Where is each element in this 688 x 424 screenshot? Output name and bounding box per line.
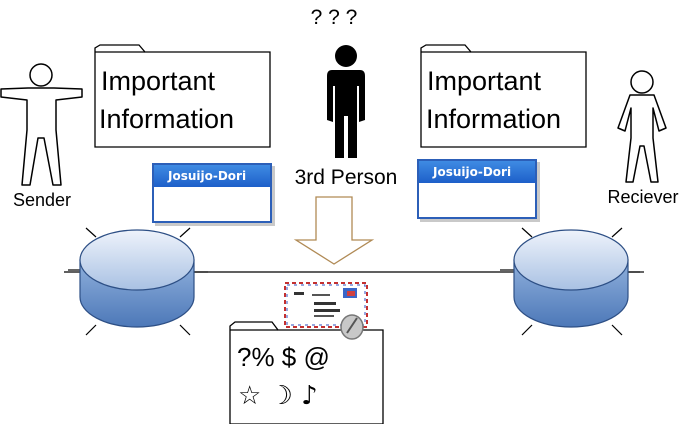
right-app-window: Josuijo-Dori: [417, 159, 537, 219]
symbols-line2: ☆ ☽ ♪: [238, 381, 318, 411]
left-window-title: Josuijo-Dori: [154, 165, 270, 187]
sender-icon: [0, 63, 83, 186]
right-folder-line2: Information: [426, 104, 561, 134]
third-person-label: 3rd Person: [295, 166, 398, 189]
unknown-label: ? ? ?: [311, 6, 358, 29]
intercept-arrow-icon: [293, 196, 375, 265]
left-folder-line1: Important: [101, 66, 216, 96]
right-folder: Important Information: [420, 44, 587, 148]
third-person-icon: [327, 45, 365, 158]
left-router-icon: [68, 227, 208, 336]
sender-label: Sender: [13, 190, 71, 210]
receiver-icon: [617, 70, 667, 183]
encrypted-folder: ?% $ @ ☆ ☽ ♪: [229, 321, 384, 424]
right-window-title: Josuijo-Dori: [419, 161, 535, 183]
left-folder: Important Information: [94, 44, 271, 148]
left-app-window: Josuijo-Dori: [152, 163, 272, 223]
right-router-icon: [500, 227, 644, 336]
right-folder-line1: Important: [427, 66, 542, 96]
left-folder-line2: Information: [99, 104, 234, 134]
receiver-label: Reciever: [607, 187, 678, 207]
symbols-line1: ?% $ @: [237, 342, 330, 372]
mail-icon: [284, 282, 368, 340]
